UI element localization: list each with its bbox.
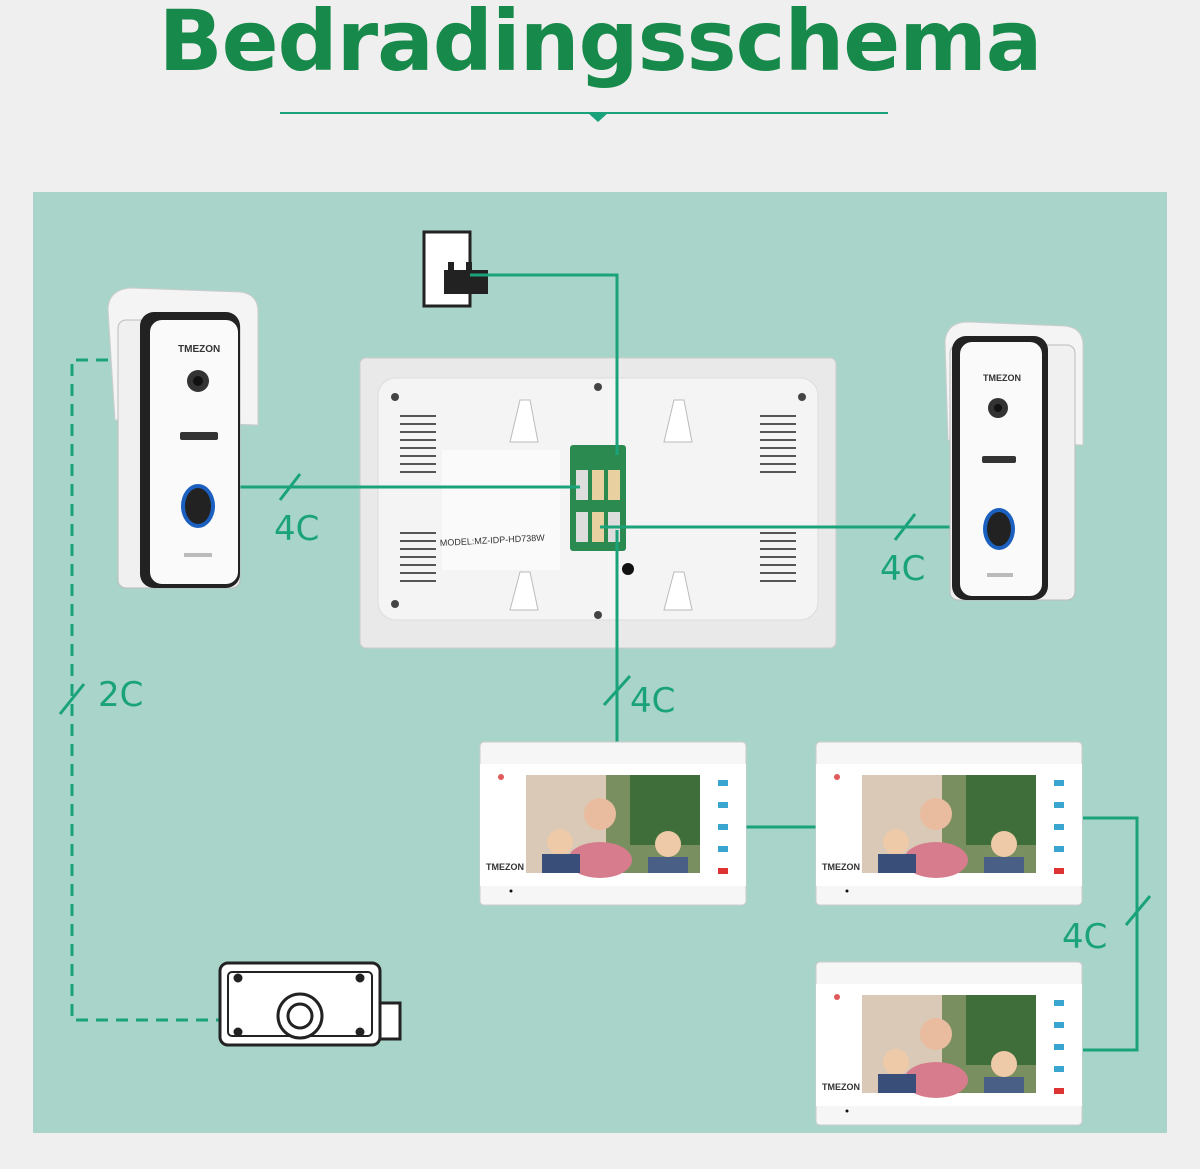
indoor-monitor-back: MODEL:MZ-IDP-HD738W (359, 357, 837, 649)
hangup-button-icon[interactable] (1054, 868, 1064, 874)
brand-logo: TMEZON (486, 862, 524, 872)
hangup-button-icon[interactable] (1054, 1088, 1064, 1094)
power-socket-icon (422, 230, 488, 308)
monitor-button-icon[interactable] (718, 802, 728, 808)
cable-label-lock: 2C (98, 675, 143, 715)
face (584, 798, 616, 830)
monitor-button-icon[interactable] (1054, 780, 1064, 786)
monitor-button-icon[interactable] (1054, 1044, 1064, 1050)
monitor-button-icon[interactable] (1054, 846, 1064, 852)
indoor-monitor: TMEZON (479, 741, 747, 906)
brand-logo: TMEZON (983, 373, 1021, 383)
monitor-button-icon[interactable] (718, 824, 728, 830)
monitor-button-icon[interactable] (1054, 802, 1064, 808)
monitor-button-icon[interactable] (718, 780, 728, 786)
monitor-button-icon[interactable] (1054, 824, 1064, 830)
cable-label-monitor-chain: 4C (1062, 917, 1107, 957)
door-station-left: TMEZON (107, 287, 259, 589)
door-station-right: TMEZON (944, 321, 1084, 601)
title-underline-marker (588, 113, 608, 122)
cable-label-left-door: 4C (274, 509, 319, 549)
electric-lock-icon (218, 961, 402, 1047)
monitor-button-icon[interactable] (1054, 1066, 1064, 1072)
brand-logo: TMEZON (822, 862, 860, 872)
indoor-monitor: TMEZON (815, 961, 1083, 1126)
face (920, 798, 952, 830)
brand-logo: TMEZON (178, 344, 220, 355)
cable-label-monitor-link: 4C (630, 681, 675, 721)
cable-label-right-door: 4C (880, 549, 925, 589)
monitor-button-icon[interactable] (1054, 1000, 1064, 1006)
monitor-button-icon[interactable] (1054, 1022, 1064, 1028)
page-title: Bedradingsschema (158, 0, 1043, 90)
monitor-button-icon[interactable] (718, 846, 728, 852)
face (920, 1018, 952, 1050)
hangup-button-icon[interactable] (718, 868, 728, 874)
brand-logo: TMEZON (822, 1082, 860, 1092)
indoor-monitor: TMEZON (815, 741, 1083, 906)
